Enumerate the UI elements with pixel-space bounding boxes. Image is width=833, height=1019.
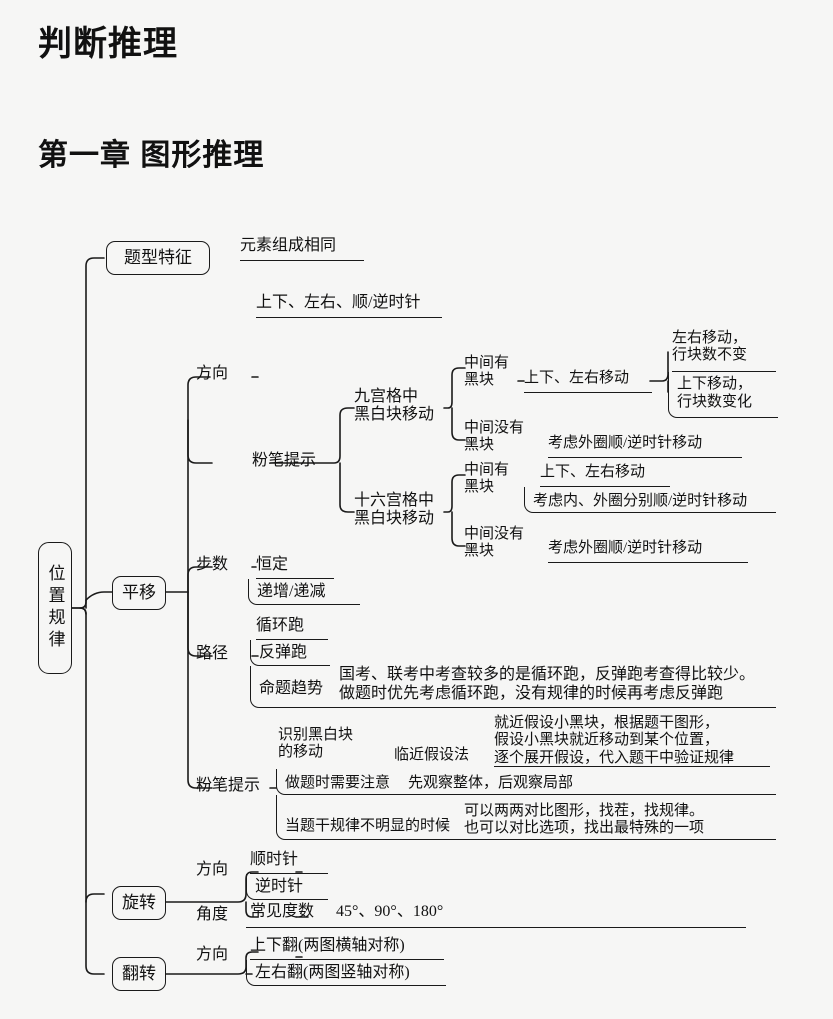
leaf-step-increase-decrease[interactable]: 递增/递减 (248, 579, 360, 605)
unclear-line2: 也可以对比选项，找出最特殊的一项 (464, 819, 705, 836)
label-proposition-trend: 命题趋势 (259, 680, 324, 697)
hyp-line1: 就近假设小黑块，根据题干图形， (494, 715, 720, 731)
nine-no-line2: 黑块 (464, 437, 495, 454)
nine-no-line1: 中间没有 (464, 420, 525, 436)
label-step-count: 步数 (196, 556, 229, 573)
leaf-nine-has-detail-vertical[interactable]: 上下移动，行块数变化 (668, 372, 778, 418)
label-path: 路径 (196, 645, 229, 662)
nine-has-line1: 中间有 (464, 355, 510, 371)
label-fenbi-tip-1: 粉笔提示 (252, 452, 317, 469)
leaf-angle-values[interactable]: 45°、90°、180° (336, 903, 444, 920)
leaf-path-loop[interactable]: 循环跑 (256, 617, 328, 640)
trend-line1: 国考、联考中考查较多的是循环跑，反弹跑考查得比较少。 (339, 666, 756, 683)
label-common-degrees: 常见度数 (250, 903, 315, 920)
nine-detail2-line1: 上下移动， (677, 376, 753, 393)
group-unclear-rule: 当题干规律不明显的时候可以两两对比图形，找茬，找规律。也可以对比选项，找出最特殊… (276, 795, 776, 840)
label-unclear-rule: 当题干规律不明显的时候 (285, 817, 451, 834)
nine-detail1-line1: 左右移动， (672, 330, 748, 346)
node-translation[interactable]: 平移 (112, 576, 166, 610)
leaf-common-angles: 常见度数 45°、90°、180° (250, 903, 478, 927)
sixteen-grid-line2: 黑白块移动 (354, 510, 435, 528)
chapter-title: 第一章 图形推理 (38, 139, 265, 172)
sixteen-has-line1: 中间有 (464, 462, 510, 478)
group-proposition-trend: 命题趋势 国考、联考中考查较多的是循环跑，反弹跑考查得比较少。做题时优先考虑循环… (250, 666, 776, 708)
sixteen-no-line1: 中间没有 (464, 526, 525, 542)
proposition-trend-text: 国考、联考中考查较多的是循环跑，反弹跑考查得比较少。做题时优先考虑循环跑，没有规… (339, 666, 755, 704)
label-solving-note: 做题时需要注意 (285, 774, 391, 791)
leaf-sixteen-has-detail2[interactable]: 考虑内、外圈分别顺/逆时针移动 (524, 487, 776, 513)
leaf-nine-has-move[interactable]: 上下、左右移动 (524, 370, 652, 393)
node-flip[interactable]: 翻转 (112, 957, 166, 991)
leaf-unclear-rule-detail[interactable]: 可以两两对比图形，找茬，找规律。也可以对比选项，找出最特殊的一项 (464, 803, 704, 838)
sixteen-has-line2: 黑块 (464, 479, 495, 496)
leaf-same-element-composition[interactable]: 元素组成相同 (240, 237, 364, 261)
hyp-line3: 逐个展开假设，代入题干中验证规律 (494, 749, 735, 766)
page-title: 判断推理 (38, 25, 178, 63)
label-direction-rotation: 方向 (196, 861, 229, 878)
leaf-path-bounce[interactable]: 反弹跑 (250, 640, 330, 666)
label-fenbi-tip-2: 粉笔提示 (196, 777, 261, 794)
leaf-sixteen-has-detail1[interactable]: 上下、左右移动 (540, 464, 670, 487)
leaf-flip-horizontal[interactable]: 左右翻(两图竖轴对称) (246, 960, 446, 986)
label-sixteen-no-center-block: 中间没有黑块 (464, 526, 524, 560)
leaf-solving-note-detail[interactable]: 先观察整体，后观察局部 (408, 774, 574, 791)
leaf-step-constant[interactable]: 恒定 (256, 556, 334, 579)
angle-underline (246, 927, 746, 928)
label-angle: 角度 (196, 906, 229, 923)
node-rotation[interactable]: 旋转 (112, 886, 166, 920)
nine-has-line2: 黑块 (464, 372, 495, 389)
nine-detail1-line2: 行块数不变 (672, 346, 748, 363)
nine-detail2-line2: 行块数变化 (677, 393, 753, 410)
leaf-counterclockwise[interactable]: 逆时针 (246, 874, 328, 900)
hyp-line2: 假设小黑块就近移动到某个位置， (494, 732, 720, 749)
identify-line2: 的移动 (278, 744, 324, 761)
leaf-sixteen-no-detail[interactable]: 考虑外圈顺/逆时针移动 (548, 540, 748, 563)
leaf-flip-vertical[interactable]: 上下翻(两图横轴对称) (250, 937, 444, 960)
node-root-position-rule[interactable]: 位置规律 (38, 542, 72, 674)
identify-line1: 识别黑白块 (278, 727, 354, 743)
nine-grid-line1: 九宫格中 (354, 388, 419, 405)
label-nine-has-center-block: 中间有黑块 (464, 355, 509, 389)
label-nine-grid-move: 九宫格中黑白块移动 (354, 388, 434, 424)
label-sixteen-has-center-block: 中间有黑块 (464, 462, 509, 496)
leaf-nine-no-detail[interactable]: 考虑外圈顺/逆时针移动 (548, 435, 742, 458)
leaf-clockwise[interactable]: 顺时针 (250, 851, 328, 874)
label-nine-no-center-block: 中间没有黑块 (464, 420, 524, 454)
node-question-type-feature[interactable]: 题型特征 (106, 241, 210, 275)
trend-line2: 做题时优先考虑循环跑，没有规律的时候再考虑反弹跑 (339, 684, 724, 702)
label-identify-block-move: 识别黑白块的移动 (278, 727, 353, 761)
leaf-updown-leftright-clockwise[interactable]: 上下、左右、顺/逆时针 (256, 294, 442, 318)
label-adjacent-hypothesis: 临近假设法 (394, 747, 470, 763)
leaf-nine-has-detail-horizontal[interactable]: 左右移动，行块数不变 (672, 330, 776, 372)
sixteen-no-line2: 黑块 (464, 543, 495, 560)
unclear-line1: 可以两两对比图形，找茬，找规律。 (464, 802, 705, 819)
label-direction-translation: 方向 (196, 365, 229, 382)
group-solving-note: 做题时需要注意先观察整体，后观察局部 (276, 769, 776, 795)
label-sixteen-grid-move: 十六宫格中黑白块移动 (354, 492, 434, 528)
nine-grid-line2: 黑白块移动 (354, 406, 435, 424)
label-direction-flip: 方向 (196, 946, 229, 963)
leaf-adjacent-hypothesis-detail[interactable]: 就近假设小黑块，根据题干图形，假设小黑块就近移动到某个位置，逐个展开假设，代入题… (494, 715, 770, 767)
sixteen-grid-line1: 十六宫格中 (354, 492, 435, 509)
